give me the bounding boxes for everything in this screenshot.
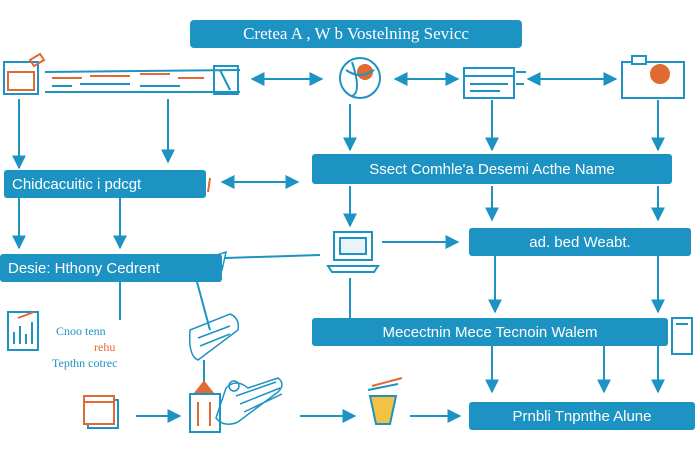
process-box-label: Mecectnin Mece Tecnoin Walem [382,323,598,341]
hand-icon [188,313,283,425]
add-box: ad. bed Weabt. [469,228,691,256]
design-box: Desie: Hthony Cedrent [0,254,222,282]
design-box-label: Desie: Hthony Cedrent [8,259,160,277]
select-box: Ssect Comhle'a Desemi Acthe Name [312,154,672,184]
choose-box: Chidcacuitic i pdcgt [4,170,206,198]
laptop-icon [326,231,380,273]
choose-box-label: Chidcacuitic i pdcgt [12,175,142,193]
tick-icon [207,177,211,193]
note-line-3: Tepthn cotrec [52,356,118,370]
publish-box: Prnbli Tnpnthe Alune [469,402,695,430]
cup-icon [367,377,403,425]
globe-icon [339,57,381,99]
add-box-label: ad. bed Weabt. [529,233,631,251]
folder-icon [83,395,119,429]
connectors [12,72,665,423]
note-line-2: rehu [94,340,116,354]
box-icon [189,380,221,433]
tablet-icon [671,317,693,355]
process-box: Mecectnin Mece Tecnoin Walem [312,318,668,346]
select-box-label: Ssect Comhle'a Desemi Acthe Name [369,160,615,178]
line-design-hand [196,281,211,331]
question-mark: ? [662,153,673,173]
browser-window-icon [3,52,241,95]
line-design-laptop [224,254,321,259]
bar-chart-icon [7,311,39,351]
camera-icon [621,55,685,99]
diagram-title: Cretea A , W b Vostelning Sevicc [190,20,522,48]
publish-box-label: Prnbli Tnpnthe Alune [512,407,652,425]
note-line-1: Cnoo tenn [56,324,106,338]
server-icon [463,67,526,99]
